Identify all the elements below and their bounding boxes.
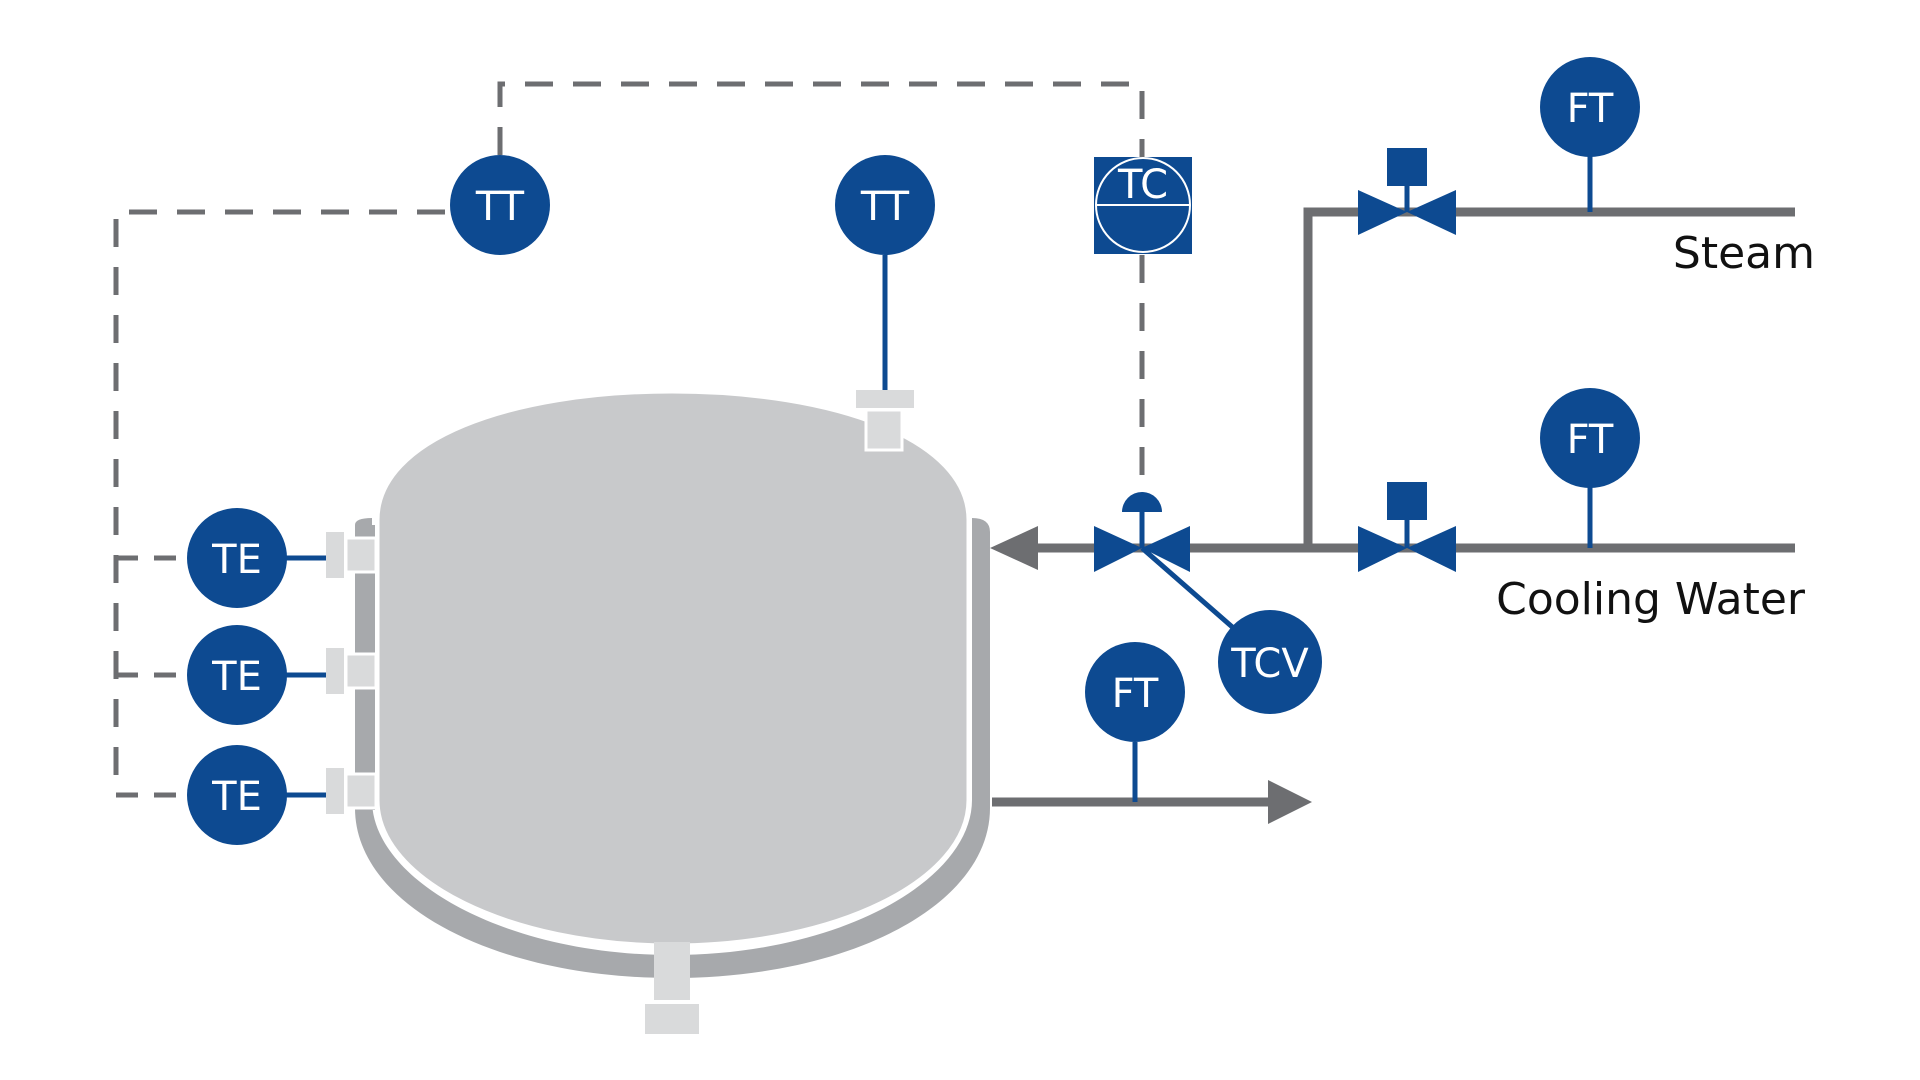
ft-outlet-label: FT xyxy=(1112,671,1159,717)
tc-controller[interactable]: TC xyxy=(1094,157,1192,254)
ft-steam-label: FT xyxy=(1567,86,1614,132)
side-nozzle-3-neck xyxy=(344,772,378,810)
side-nozzle-2-flange xyxy=(326,648,344,694)
steam-valve-body-right xyxy=(1407,190,1456,235)
control-valve-body xyxy=(1094,526,1142,572)
signal-line-tt-to-tc xyxy=(497,81,1145,160)
te-3-label: TE xyxy=(211,774,262,820)
steam-valve-actuator xyxy=(1387,148,1427,186)
te-1-instrument[interactable]: TE xyxy=(187,508,287,608)
side-nozzle-1-neck xyxy=(344,536,378,574)
side-nozzle-1-flange xyxy=(326,532,344,578)
steam-line-label: Steam xyxy=(1673,228,1815,279)
control-valve-body-right xyxy=(1142,526,1190,572)
tt-top-bubble xyxy=(835,155,935,255)
tt-top-instrument[interactable]: TT xyxy=(835,155,935,255)
temperature-control-valve[interactable] xyxy=(1094,492,1190,572)
side-nozzle-3-flange xyxy=(326,768,344,814)
steam-valve[interactable] xyxy=(1358,148,1456,235)
outlet-arrow-head xyxy=(1268,780,1312,824)
ft-steam-bubble xyxy=(1540,57,1640,157)
ft-cooling-label: FT xyxy=(1567,417,1614,463)
ft-cooling-instrument[interactable]: FT xyxy=(1540,388,1640,488)
te-3-bubble xyxy=(187,745,287,845)
signal-line-te-to-tt xyxy=(113,209,445,795)
control-valve-actuator xyxy=(1122,492,1162,512)
bottom-nozzle-neck xyxy=(654,942,690,1000)
tcv-instrument[interactable]: TCV xyxy=(1218,610,1322,714)
tt-left-bubble xyxy=(450,155,550,255)
cooling-valve-body-right xyxy=(1407,526,1456,572)
vessel-body xyxy=(376,390,970,947)
top-nozzle-flange xyxy=(856,390,914,408)
te-2-instrument[interactable]: TE xyxy=(187,625,287,725)
ft-outlet-bubble xyxy=(1085,642,1185,742)
tcv-connector xyxy=(1140,546,1240,634)
steam-line xyxy=(1303,207,1795,548)
te-1-label: TE xyxy=(211,537,262,583)
tt-left-label: TT xyxy=(475,184,525,230)
side-nozzle-2-neck xyxy=(344,652,378,690)
te-2-label: TE xyxy=(211,654,262,700)
ft-cooling-bubble xyxy=(1540,388,1640,488)
cooling-valve-body xyxy=(1358,526,1407,572)
tc-label: TC xyxy=(1117,162,1168,208)
signal-lines xyxy=(113,81,1145,798)
nozzles xyxy=(326,390,914,1034)
bottom-nozzle-flange xyxy=(645,1004,699,1034)
tt-top-label: TT xyxy=(860,184,910,230)
top-nozzle-neck xyxy=(864,408,904,452)
cooling-valve-actuator xyxy=(1387,482,1427,520)
inlet-arrow-head xyxy=(990,526,1038,570)
tcv-label: TCV xyxy=(1230,641,1309,687)
tt-left-instrument[interactable]: TT xyxy=(450,155,550,255)
te-1-bubble xyxy=(187,508,287,608)
te-2-bubble xyxy=(187,625,287,725)
instrument-connections xyxy=(285,155,1593,802)
tcv-bubble xyxy=(1218,610,1322,714)
vessel xyxy=(376,390,970,947)
ft-steam-instrument[interactable]: FT xyxy=(1540,57,1640,157)
cooling-water-valve[interactable] xyxy=(1358,482,1456,572)
steam-valve-body xyxy=(1358,190,1407,235)
cooling-water-line-label: Cooling Water xyxy=(1496,574,1806,625)
te-3-instrument[interactable]: TE xyxy=(187,745,287,845)
ft-outlet-instrument[interactable]: FT xyxy=(1085,642,1185,742)
